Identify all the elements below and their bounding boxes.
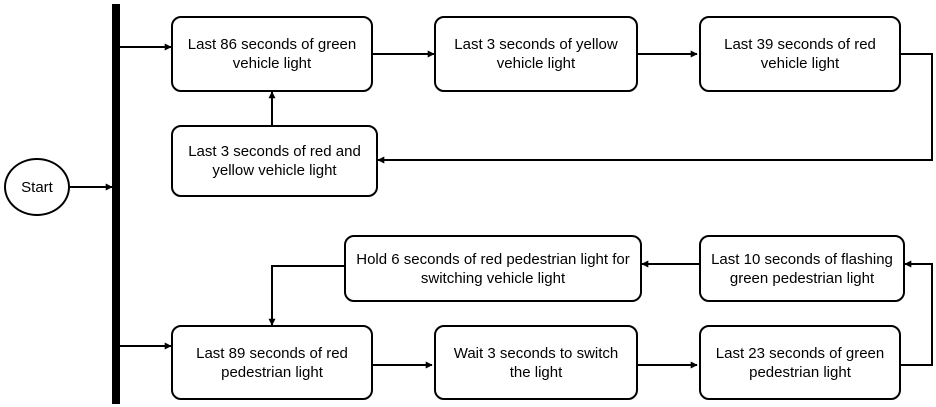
box-wait-switch-light: Wait 3 seconds to switch the light [434, 325, 638, 400]
edge-green-to-flashing-pedestrian [901, 260, 933, 366]
box-green-vehicle-light-text: Last 86 seconds of green vehicle light [187, 36, 357, 72]
box-yellow-vehicle-light: Last 3 seconds of yellow vehicle light [434, 16, 638, 92]
edge-hold-red-to-red-pedestrian [268, 265, 344, 326]
box-wait-switch-light-text: Wait 3 seconds to switch the light [453, 344, 619, 381]
box-yellow-vehicle-light-text: Last 3 seconds of yellow vehicle light [454, 36, 618, 72]
box-red-vehicle-light: Last 39 seconds of red vehicle light [699, 16, 901, 92]
box-green-pedestrian-light-text: Last 23 seconds of green pedestrian ligh… [715, 344, 885, 381]
start-label: Start [21, 178, 53, 196]
box-flashing-green-pedestrian-light-text: Last 10 seconds of flashing green pedest… [711, 250, 893, 287]
box-hold-red-pedestrian-light: Hold 6 seconds of red pedestrian light f… [344, 235, 642, 302]
box-red-yellow-vehicle-light-text: Last 3 seconds of red and yellow vehicle… [188, 143, 361, 179]
box-flashing-green-pedestrian-light: Last 10 seconds of flashing green pedest… [699, 235, 905, 302]
box-red-yellow-vehicle-light: Last 3 seconds of red and yellow vehicle… [171, 125, 378, 197]
box-green-vehicle-light: Last 86 seconds of green vehicle light [171, 16, 373, 92]
box-red-vehicle-light-text: Last 39 seconds of red vehicle light [724, 36, 876, 72]
edge-red-to-red-yellow-vehicle [377, 53, 933, 164]
fork-bar [112, 4, 120, 404]
box-red-pedestrian-light-text: Last 89 seconds of red pedestrian light [196, 344, 348, 381]
box-red-pedestrian-light: Last 89 seconds of red pedestrian light [171, 325, 373, 400]
box-green-pedestrian-light: Last 23 seconds of green pedestrian ligh… [699, 325, 901, 400]
start-node: Start [4, 158, 70, 216]
box-hold-red-pedestrian-light-text: Hold 6 seconds of red pedestrian light f… [356, 250, 630, 287]
